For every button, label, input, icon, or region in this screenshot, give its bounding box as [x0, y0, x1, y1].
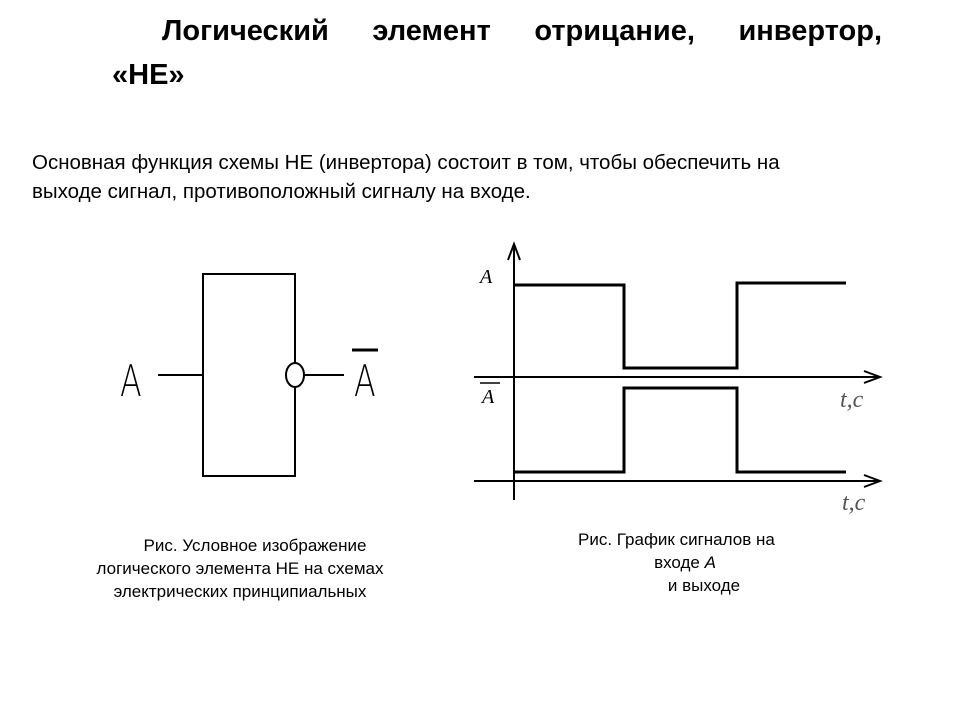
caption-timing: Рис. График сигналов на входе А и выходе: [560, 528, 840, 597]
output-waveform: [514, 386, 846, 474]
time-axis-bottom-arrow: [863, 474, 883, 488]
timing-label-output: A: [480, 386, 495, 408]
caption-schematic-line-2: логического элемента НЕ на схемах: [96, 559, 384, 578]
caption-timing-line-2-text: входе: [654, 553, 705, 572]
title-line-1: Логический элемент отрицание, инвертор,: [162, 15, 882, 47]
time-axis-label-top: t,c: [840, 387, 864, 413]
caption-schematic: Рис. Условное изображение логического эл…: [40, 534, 440, 603]
caption-timing-line-3: и выходе: [667, 576, 741, 595]
output-label: A: [354, 356, 376, 408]
caption-timing-line-2: входе А: [560, 551, 840, 574]
vertical-axis-arrow: [507, 241, 521, 261]
time-axis-top-arrow: [863, 370, 883, 384]
caption-timing-variable: А: [704, 553, 716, 572]
caption-schematic-line-1: Рис. Условное изображение: [143, 536, 367, 555]
caption-schematic-line-3: электрических принципиальных: [113, 582, 367, 601]
time-axis-label-bottom: t,c: [842, 490, 866, 516]
timing-label-input: A: [478, 266, 493, 288]
input-label: A: [120, 356, 142, 408]
intro-line-1: Основная функция схемы НЕ (инвертора) со…: [32, 151, 780, 174]
inversion-bubble: [285, 362, 305, 388]
inverter-symbol: [158, 273, 378, 477]
timing-diagram: [474, 241, 883, 500]
input-waveform: [514, 281, 846, 370]
intro-paragraph: Основная функция схемы НЕ (инвертора) со…: [32, 148, 922, 206]
caption-timing-line-1: Рис. График сигналов на: [578, 530, 775, 549]
intro-line-2: выходе сигнал, противоположный сигналу н…: [32, 180, 531, 203]
title-line-2: «НЕ»: [112, 59, 185, 91]
inverter-body: [202, 273, 296, 477]
